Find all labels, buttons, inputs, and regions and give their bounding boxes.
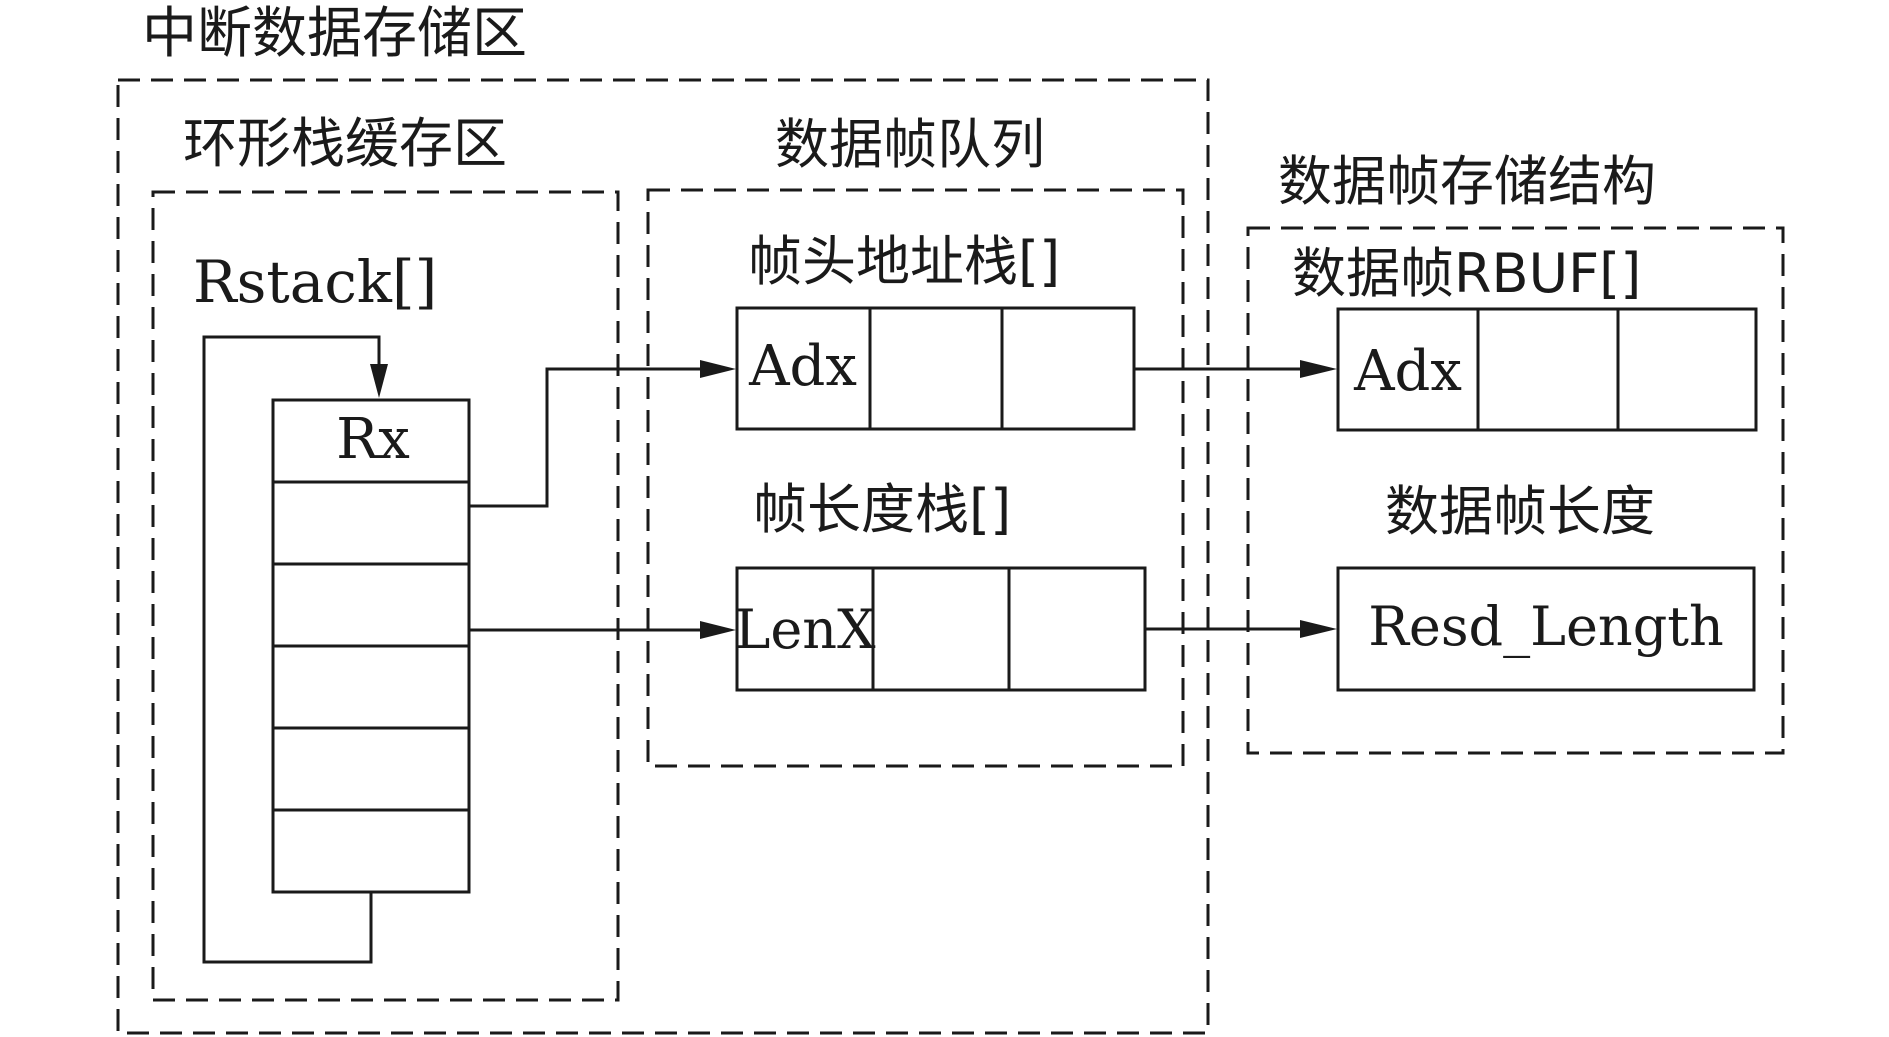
frame-storage-region xyxy=(1246,226,1785,755)
rx-to-head-address-arrowhead xyxy=(700,360,736,378)
length-to-resd-arrowhead xyxy=(1300,620,1337,638)
ring-stack-top-label: Rx xyxy=(336,407,410,472)
ring-buffer-region xyxy=(151,190,620,1002)
head-address-cell xyxy=(1000,306,1136,431)
frame-length-cell-label: LenX xyxy=(734,598,876,661)
frame-length-label: 数据帧长度 xyxy=(1385,480,1655,543)
ring-stack-cell xyxy=(271,562,471,648)
frame-length-cell xyxy=(871,566,1011,692)
diagram-title: 中断数据存储区 xyxy=(142,1,527,65)
rbuf-cell xyxy=(1336,307,1480,432)
head-address-cell xyxy=(868,306,1004,431)
resd-length-value: Resd_Length xyxy=(1368,595,1724,658)
frame-queue-label: 数据帧队列 xyxy=(775,113,1045,176)
ring-stack-cell xyxy=(271,644,471,730)
rbuf-cell xyxy=(1476,307,1620,432)
frame-storage-label: 数据帧存储结构 xyxy=(1278,150,1656,213)
frame-length-cell xyxy=(1007,566,1147,692)
head-address-cell-label: Adx xyxy=(748,334,857,399)
frame-queue-region xyxy=(646,188,1185,768)
head-address-stack-label: 帧头地址栈[] xyxy=(748,230,1060,293)
rx-to-head-address-wire xyxy=(469,367,702,508)
ring-loop-wire xyxy=(202,335,381,964)
frame-length-stack-label: 帧长度栈[] xyxy=(753,478,1011,541)
rbuf-cell xyxy=(1616,307,1758,432)
frame-length-stack xyxy=(735,566,1147,692)
ring-stack-cell xyxy=(271,480,471,566)
head-address-stack xyxy=(735,306,1136,431)
head-address-to-rbuf-arrowhead xyxy=(1300,360,1337,378)
rstack-label: Rstack[] xyxy=(193,248,437,316)
ring-loop-arrowhead xyxy=(370,364,388,398)
ring-stack-cell-top xyxy=(271,398,471,484)
rbuf-label: 数据帧RBUF[] xyxy=(1292,242,1641,305)
stack-to-length-arrowhead xyxy=(700,621,736,639)
ring-stack xyxy=(271,398,471,894)
interrupt-storage-region xyxy=(116,78,1210,1035)
rbuf-cell-label: Adx xyxy=(1353,339,1462,404)
rbuf-stack xyxy=(1336,307,1758,432)
ring-stack-cell xyxy=(271,726,471,812)
ring-buffer-label: 环形栈缓存区 xyxy=(183,112,507,175)
resd-length-box xyxy=(1336,566,1756,692)
head-address-cell xyxy=(735,306,872,431)
ring-stack-cell xyxy=(271,808,471,894)
